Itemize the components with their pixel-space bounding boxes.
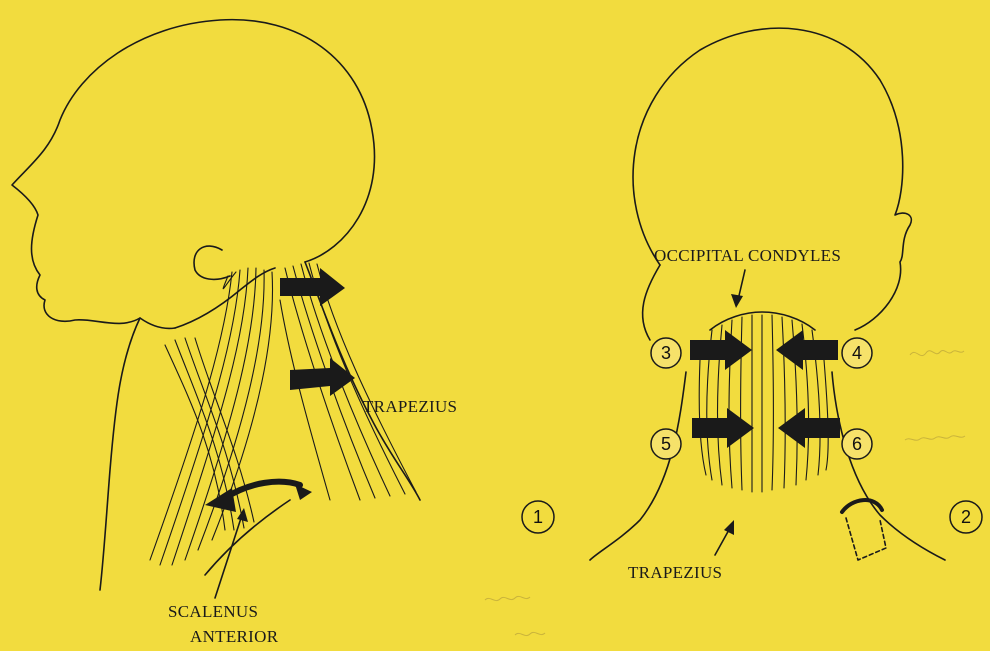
svg-text:3: 3 — [661, 343, 671, 363]
side-arrow-upper — [280, 268, 345, 306]
svg-text:1: 1 — [533, 507, 543, 527]
back-arrow-4 — [776, 330, 838, 370]
label-occipital-condyles: OCCIPITAL CONDYLES — [654, 246, 841, 265]
label-scalenus-line2: ANTERIOR — [190, 627, 279, 646]
side-scalenus-fibers — [165, 338, 254, 530]
back-neck-left — [590, 372, 686, 560]
side-arrow-curved — [225, 482, 300, 498]
figure-number-1: 1 — [522, 501, 554, 533]
margin-scribbles — [485, 350, 965, 635]
point-marker-6: 6 — [842, 429, 872, 459]
svg-text:6: 6 — [852, 434, 862, 454]
point-marker-5: 5 — [651, 429, 681, 459]
svg-text:4: 4 — [852, 343, 862, 363]
side-ear — [194, 246, 230, 279]
side-view-figure — [12, 20, 420, 598]
back-view-figure — [590, 28, 945, 560]
svg-text:2: 2 — [961, 507, 971, 527]
back-neck-right — [832, 372, 945, 560]
side-shoulder — [205, 500, 290, 575]
figure-number-2: 2 — [950, 501, 982, 533]
label-scalenus-line1: SCALENUS — [168, 602, 258, 621]
trapezius-pointer — [715, 528, 730, 555]
back-head-outline — [633, 28, 911, 330]
back-head-left — [643, 265, 660, 340]
point-marker-3: 3 — [651, 338, 681, 368]
svg-text:5: 5 — [661, 434, 671, 454]
scalenus-pointer — [215, 515, 242, 598]
point-marker-4: 4 — [842, 338, 872, 368]
shoulder-dotted-box — [846, 518, 886, 560]
label-trapezius-back: TRAPEZIUS — [628, 563, 722, 582]
side-throat — [100, 318, 140, 590]
label-trapezius-side: TRAPEZIUS — [363, 397, 457, 416]
